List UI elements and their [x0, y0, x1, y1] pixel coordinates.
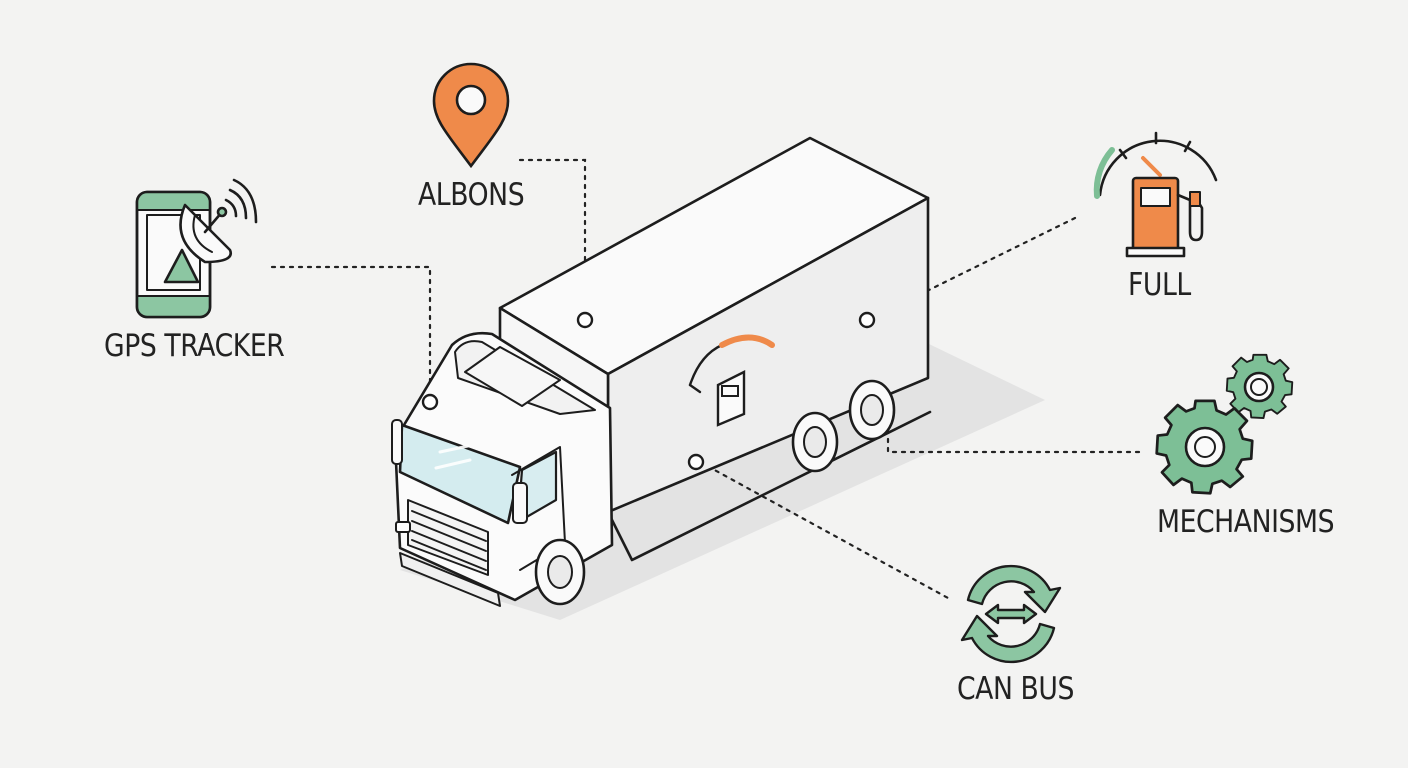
fuel-gauge-icon: [1093, 131, 1218, 258]
rear-wheel-1: [791, 411, 839, 473]
connector-can-bus: [698, 460, 950, 600]
truck-fuel-gauge-icon: [688, 334, 775, 427]
location-label: ALBONS: [418, 177, 525, 213]
gps-tracker-label: GPS TRACKER: [104, 328, 285, 364]
satellite-phone-icon: [135, 178, 258, 319]
connector-location: [518, 158, 587, 314]
fuel-label: FULL: [1128, 267, 1191, 303]
box-truck-icon: [391, 136, 932, 607]
map-pin-icon: [432, 62, 510, 169]
connector-gps: [270, 265, 432, 400]
sync-arrows-icon: [960, 564, 1062, 664]
front-wheel: [534, 538, 586, 606]
gears-icon: [1155, 353, 1294, 495]
connector-mechanisms: [886, 428, 1142, 454]
grille: [407, 499, 489, 576]
cab-roof-hatch: [464, 346, 561, 407]
can-bus-label: CAN BUS: [957, 671, 1074, 707]
mechanisms-label: MECHANISMS: [1157, 504, 1335, 540]
connection-dots: [421, 311, 876, 471]
rear-wheel-2: [848, 379, 896, 441]
